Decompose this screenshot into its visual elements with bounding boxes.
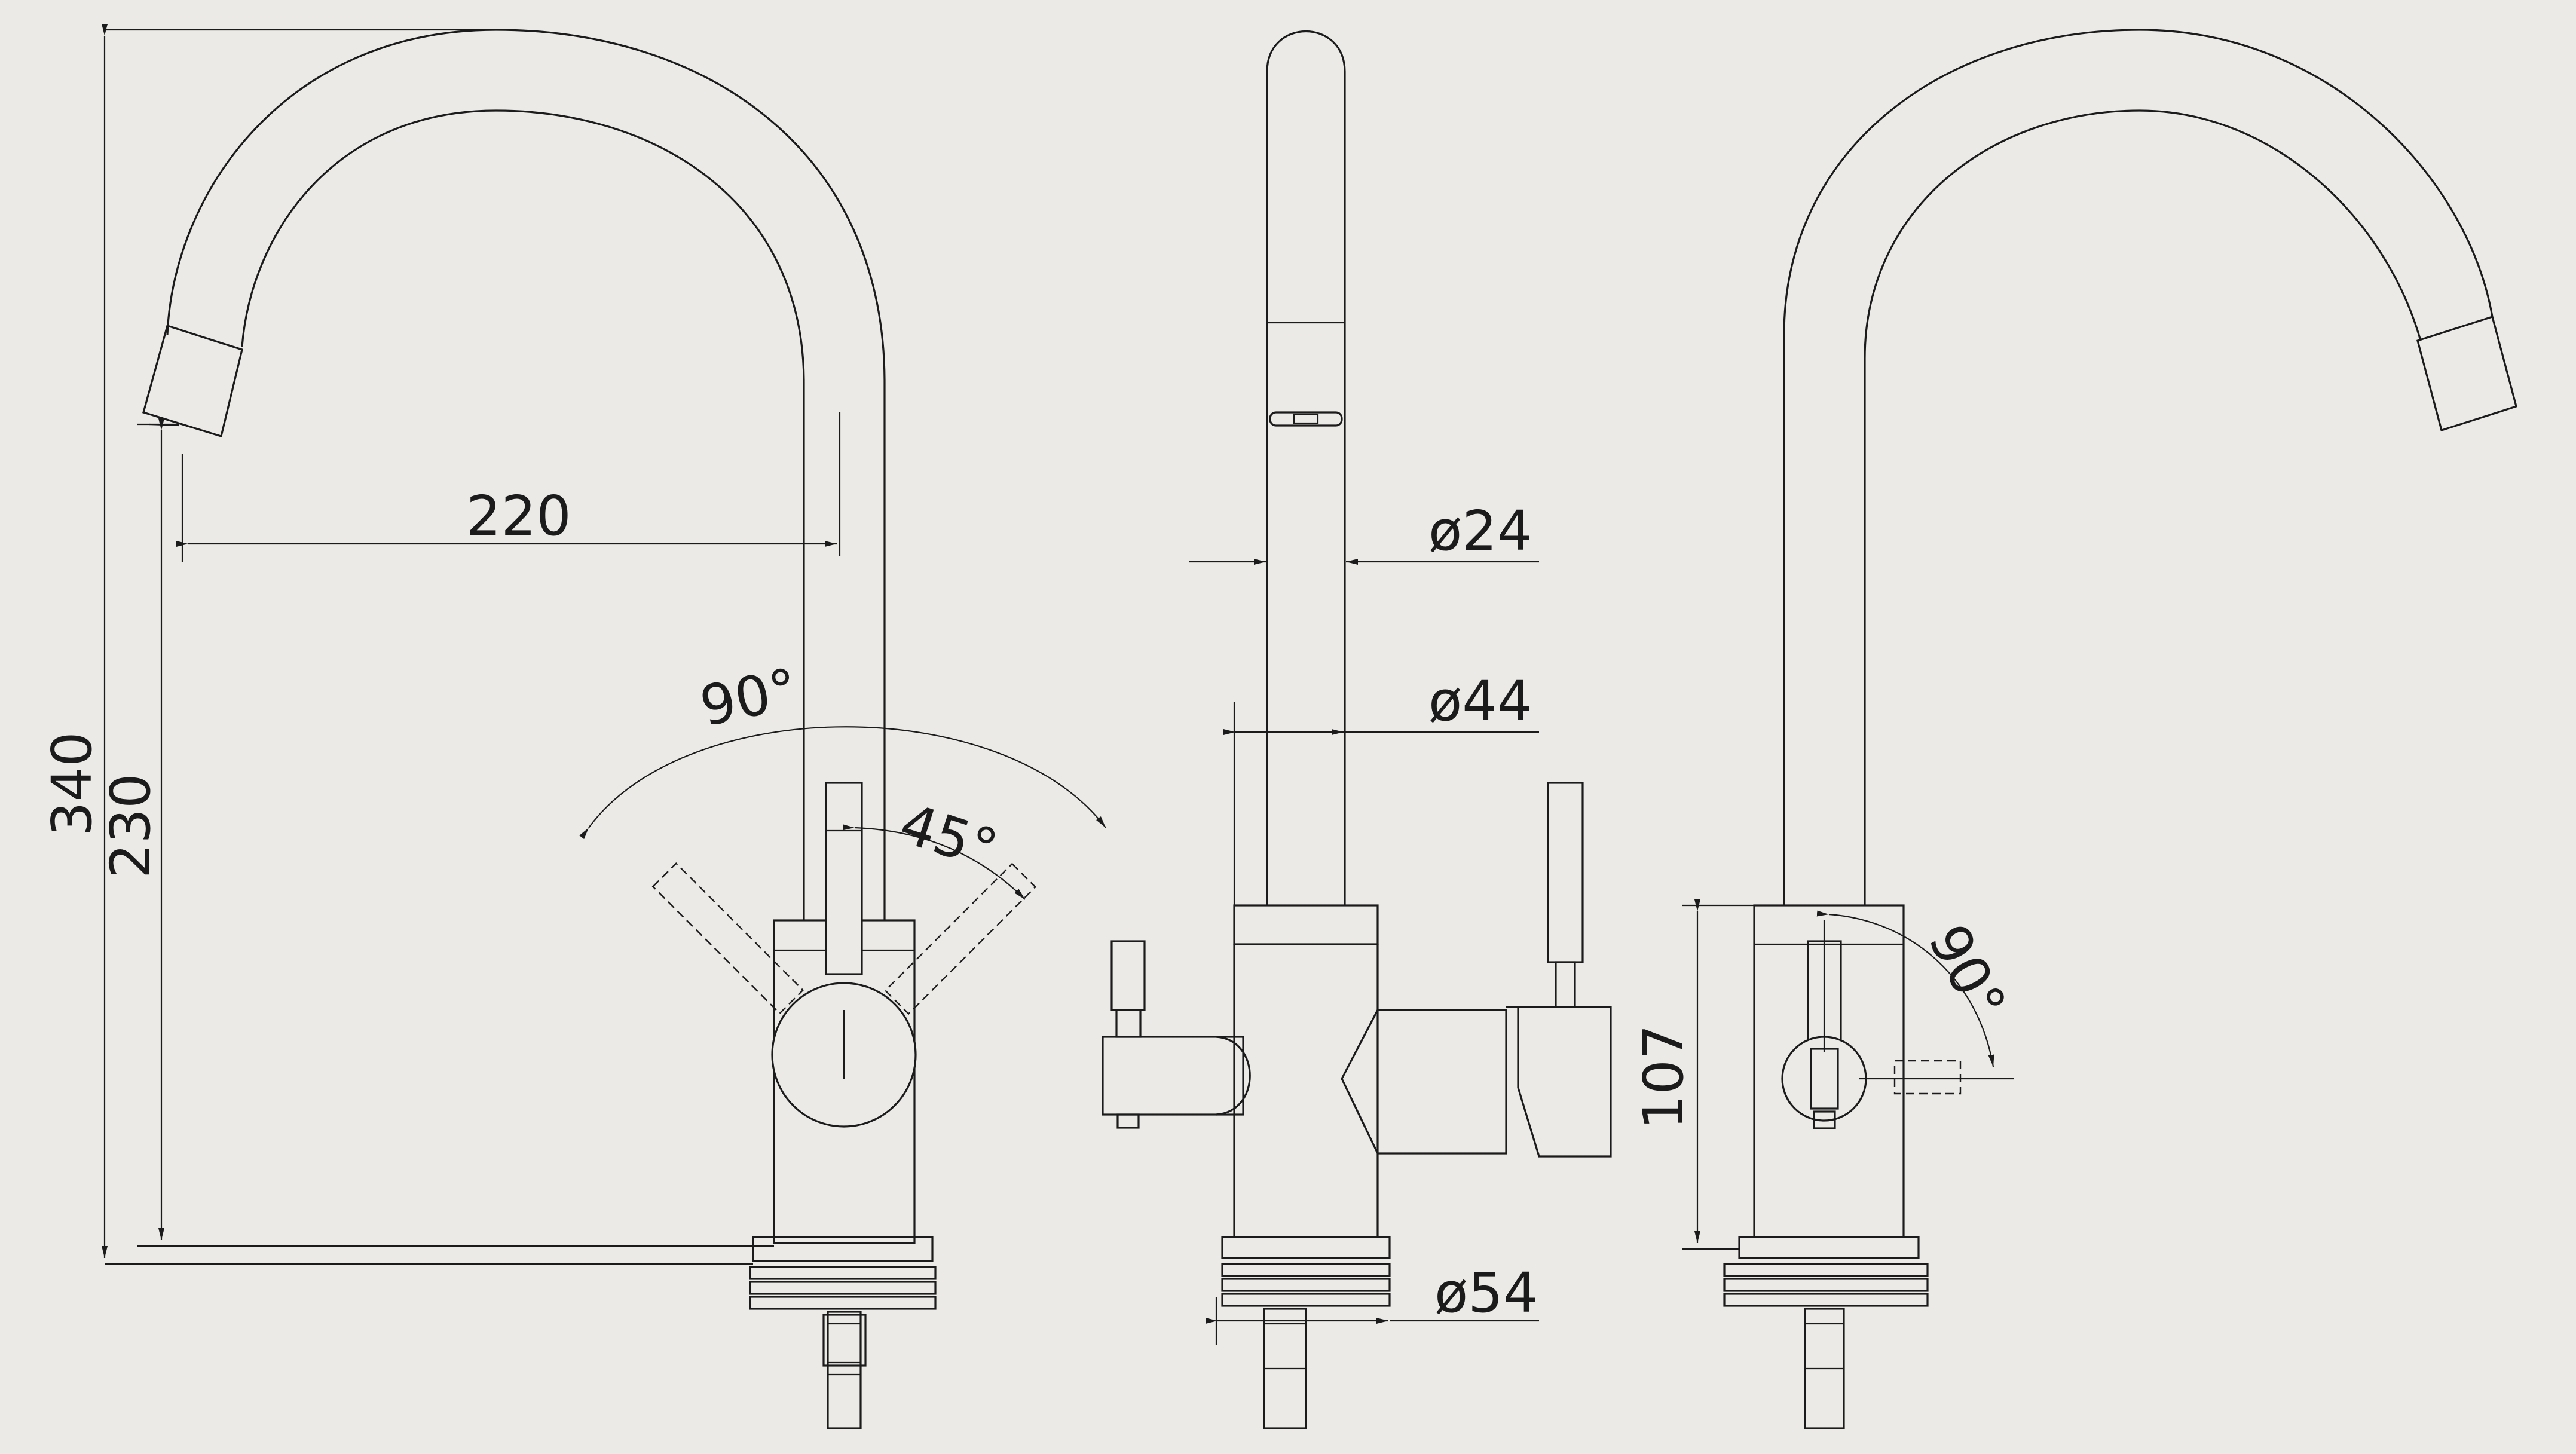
lever-handle — [825, 782, 863, 975]
dim-side-lever-angle: 90° — [1916, 914, 2018, 1030]
dim-reach: 220 — [466, 484, 571, 548]
base-plate — [752, 1236, 934, 1262]
rear-view: 107 90° — [1632, 29, 2517, 1429]
filter-lever-arm — [1102, 1036, 1244, 1116]
filter-lever-handle — [1110, 940, 1146, 1011]
dim-swivel-angle: 90° — [695, 656, 803, 739]
side-view: ø24 ø44 ø54 — [1102, 30, 1612, 1429]
rear-spout-inner — [1864, 109, 2422, 905]
aerator — [1269, 411, 1343, 427]
dim-height-outlet: 230 — [99, 773, 163, 878]
front-view: 340 230 220 90° 45° — [40, 24, 1106, 1429]
spout-tip — [142, 324, 243, 438]
dim-body-diameter: ø44 — [1428, 669, 1532, 733]
main-lever-body — [1341, 1009, 1507, 1155]
rear-lever-arc — [1816, 910, 1994, 1067]
dim-height-total: 340 — [40, 731, 104, 837]
dim-lever-angle: 45° — [892, 791, 1005, 882]
center-body — [1233, 904, 1379, 945]
dim-base-diameter: ø54 — [1434, 1261, 1538, 1325]
main-lever-handle — [1547, 782, 1584, 963]
mounting-stud — [827, 1311, 862, 1429]
swivel-arc — [579, 726, 1106, 840]
dim-body-height: 107 — [1632, 1024, 1696, 1129]
spout-inner — [241, 109, 805, 920]
rear-spout-outer — [1783, 29, 2494, 905]
dim-spout-diameter: ø24 — [1428, 499, 1532, 563]
spout-column — [1266, 30, 1346, 905]
spout-outer — [166, 29, 886, 920]
rear-spout-tip — [2416, 315, 2517, 432]
lever-arc — [842, 824, 1026, 900]
